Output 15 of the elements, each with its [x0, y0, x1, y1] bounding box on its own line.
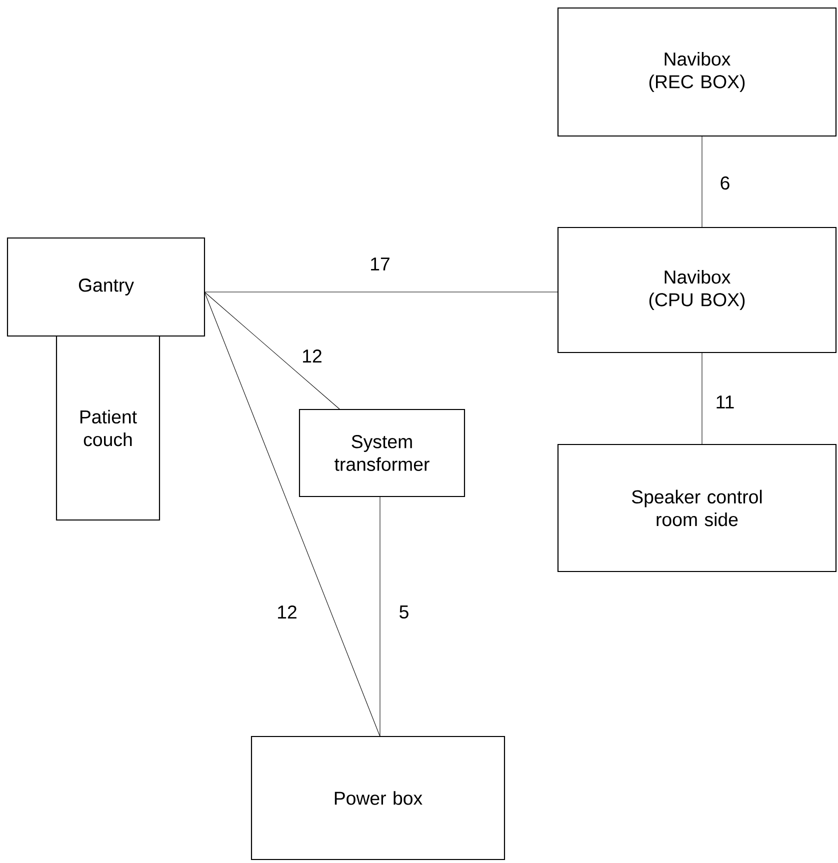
component-box: Power box — [250, 736, 506, 860]
component-box: System transformer — [298, 408, 466, 498]
component-box: Gantry — [6, 237, 206, 337]
component-box: Patient couch — [56, 335, 160, 521]
edge-label: 17 — [371, 258, 390, 270]
edge-label: 12 — [303, 349, 322, 363]
component-box: Navibox (CPU BOX) — [557, 226, 837, 354]
component-box: Navibox (REC BOX) — [557, 7, 837, 137]
connection-line — [204, 292, 340, 410]
edge-label: 12 — [278, 605, 296, 619]
edge-label: 11 — [716, 396, 734, 408]
edge-label: 5 — [400, 606, 408, 619]
component-box: Speaker control room side — [557, 444, 837, 572]
connection-line — [204, 292, 380, 737]
edge-label: 6 — [720, 176, 730, 190]
